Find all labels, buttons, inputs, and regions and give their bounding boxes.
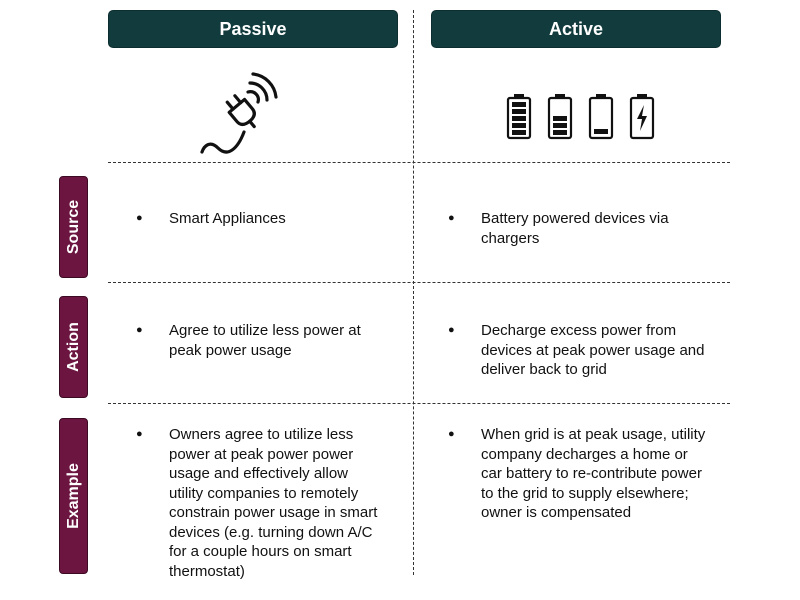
bullet: ● (136, 428, 143, 440)
battery-icons-group (506, 94, 655, 140)
example-passive-cell: ● Owners agree to utilize less power at … (136, 425, 381, 581)
active-column-header: Active (431, 10, 721, 48)
row-label-example-text: Example (64, 463, 82, 529)
bullet: ● (448, 428, 455, 440)
action-active-text: Decharge excess power from devices at pe… (481, 322, 705, 378)
battery-medium-icon (547, 94, 573, 140)
example-passive-text: Owners agree to utilize less power at pe… (169, 426, 378, 580)
row-label-action: Action (59, 296, 88, 398)
row-divider-icons (108, 162, 730, 163)
action-passive-text: Agree to utilize less power at peak powe… (169, 322, 361, 359)
bullet: ● (448, 212, 455, 224)
passive-header-label: Passive (219, 18, 287, 39)
source-passive-cell: ● Smart Appliances (136, 209, 391, 229)
active-header-label: Active (548, 18, 604, 39)
row-label-action-text: Action (64, 322, 82, 372)
column-divider (413, 10, 414, 575)
bullet: ● (136, 212, 143, 224)
passive-column-header: Passive (108, 10, 398, 48)
row-divider-action (108, 403, 730, 404)
battery-full-icon (506, 94, 532, 140)
row-label-source: Source (59, 176, 88, 278)
bullet: ● (448, 324, 455, 336)
battery-charging-icon (629, 94, 655, 140)
action-active-cell: ● Decharge excess power from devices at … (448, 321, 710, 380)
action-passive-cell: ● Agree to utilize less power at peak po… (136, 321, 391, 360)
row-label-example: Example (59, 418, 88, 574)
row-label-source-text: Source (64, 199, 82, 255)
battery-low-icon (588, 94, 614, 140)
source-passive-text: Smart Appliances (169, 210, 286, 227)
example-active-cell: ● When grid is at peak usage, utility co… (448, 425, 710, 523)
example-active-text: When grid is at peak usage, utility comp… (481, 426, 706, 521)
row-divider-source (108, 282, 730, 283)
source-active-text: Battery powered devices via chargers (481, 210, 669, 247)
smart-plug-wireless-icon (200, 72, 278, 154)
bullet: ● (136, 324, 143, 336)
source-active-cell: ● Battery powered devices via chargers (448, 209, 710, 248)
